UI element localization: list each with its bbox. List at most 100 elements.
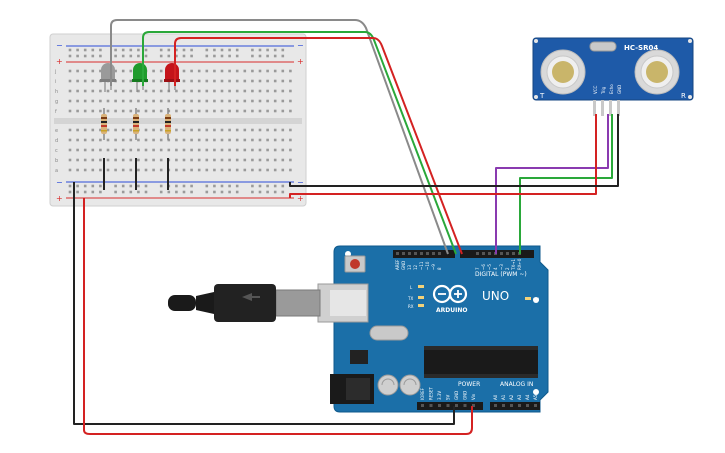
breadboard-hole — [76, 168, 79, 172]
breadboard-hole — [190, 158, 193, 162]
rail-hole — [129, 48, 133, 52]
breadboard-hole — [76, 99, 79, 103]
breadboard-hole — [76, 109, 79, 113]
pin-label: A1 — [501, 394, 506, 400]
breadboard-hole — [258, 158, 262, 162]
pin-socket — [502, 404, 505, 407]
breadboard-hole — [197, 89, 201, 93]
breadboard-hole — [289, 158, 292, 162]
rail-hole — [182, 190, 186, 194]
breadboard-hole — [273, 148, 277, 152]
wire-purple — [495, 114, 609, 254]
breadboard-hole — [175, 158, 178, 162]
rail-hole — [190, 48, 193, 52]
breadboard-hole — [137, 99, 140, 103]
capacitors — [377, 374, 421, 396]
breadboard-hole — [182, 109, 186, 113]
breadboard-hole — [68, 128, 72, 132]
breadboard-hole — [152, 138, 155, 142]
crystal-oscillator — [589, 41, 617, 52]
breadboard-hole — [213, 99, 216, 103]
breadboard-hole — [243, 69, 247, 73]
breadboard-hole — [159, 79, 163, 83]
pin-label: RX←0 — [517, 258, 522, 270]
pin-socket — [429, 404, 433, 407]
breadboard-hole — [281, 109, 285, 113]
led-label-tx: TX — [407, 296, 413, 301]
rail-hole — [251, 190, 254, 194]
rail-hole — [144, 54, 148, 58]
breadboard-hole — [220, 69, 224, 73]
breadboard-hole — [159, 138, 163, 142]
breadboard-hole — [76, 79, 79, 83]
breadboard-hole — [121, 128, 125, 132]
breadboard-hole — [144, 128, 148, 132]
breadboard-hole — [228, 168, 231, 172]
breadboard-hole — [281, 69, 285, 73]
sensor-pin-label: GND — [617, 85, 622, 94]
rail-hole — [182, 48, 186, 52]
wire-green — [142, 31, 457, 255]
row-letter: e — [55, 128, 58, 134]
breadboard-hole — [182, 158, 186, 162]
rail-hole — [273, 184, 277, 188]
breadboard-hole — [144, 158, 148, 162]
breadboard-hole — [76, 69, 79, 73]
rail-hole — [258, 48, 262, 52]
rail-hole — [190, 184, 193, 188]
pin-socket — [414, 252, 417, 255]
breadboard-hole — [251, 148, 254, 152]
breadboard-hole — [129, 99, 133, 103]
rail-hole — [144, 184, 148, 188]
breadboard-hole — [106, 138, 110, 142]
pin-label: ~6 — [481, 264, 486, 270]
rail-hole — [258, 54, 262, 58]
breadboard-hole — [83, 69, 87, 73]
receiver-transducer — [634, 49, 680, 95]
reset-button[interactable] — [344, 255, 366, 273]
row-letter: a — [55, 168, 58, 174]
wire-sensor-black — [289, 114, 619, 187]
sensor-model-label: HC-SR04 — [624, 44, 658, 52]
breadboard-hole — [152, 69, 155, 73]
rail-minus-label: − — [56, 41, 63, 50]
power-analog-pin-sockets — [421, 404, 537, 407]
breadboard-hole — [213, 109, 216, 113]
breadboard-hole — [68, 138, 72, 142]
rail-hole — [213, 184, 216, 188]
rail-hole — [235, 48, 239, 52]
breadboard-hole — [83, 148, 87, 152]
breadboard-hole — [76, 128, 79, 132]
breadboard-hole — [76, 148, 79, 152]
breadboard-hole — [129, 138, 133, 142]
rail-minus-label-right: − — [297, 41, 304, 50]
breadboard-hole — [273, 138, 277, 142]
breadboard-hole — [99, 168, 102, 172]
rail-hole — [182, 184, 186, 188]
breadboard-hole — [197, 99, 201, 103]
rail-hole — [190, 54, 193, 58]
breadboard-hole — [114, 128, 117, 132]
breadboard-hole — [190, 138, 193, 142]
breadboard-hole — [76, 138, 79, 142]
breadboard-hole — [76, 89, 79, 93]
pin-label: 4 — [493, 267, 498, 270]
breadboard-hole — [266, 79, 269, 83]
pin-label: GND — [454, 391, 459, 400]
breadboard-hole — [258, 69, 262, 73]
center-channel — [54, 118, 302, 124]
pin-label: 13 — [407, 264, 412, 270]
breadboard-hole — [159, 69, 163, 73]
breadboard-hole — [205, 109, 209, 113]
breadboard-hole — [220, 99, 224, 103]
pin-label: 2 — [505, 267, 510, 270]
row-letter: h — [55, 89, 58, 95]
breadboard-hole — [76, 158, 79, 162]
breadboard-hole — [114, 89, 117, 93]
breadboard-hole — [167, 99, 171, 103]
usb-cable-plug[interactable] — [168, 284, 321, 322]
rail-hole — [266, 48, 269, 52]
rail-hole — [175, 190, 178, 194]
ultrasonic-sensor[interactable]: HC-SR04 T R VCC Trig Echo GND — [532, 37, 694, 116]
